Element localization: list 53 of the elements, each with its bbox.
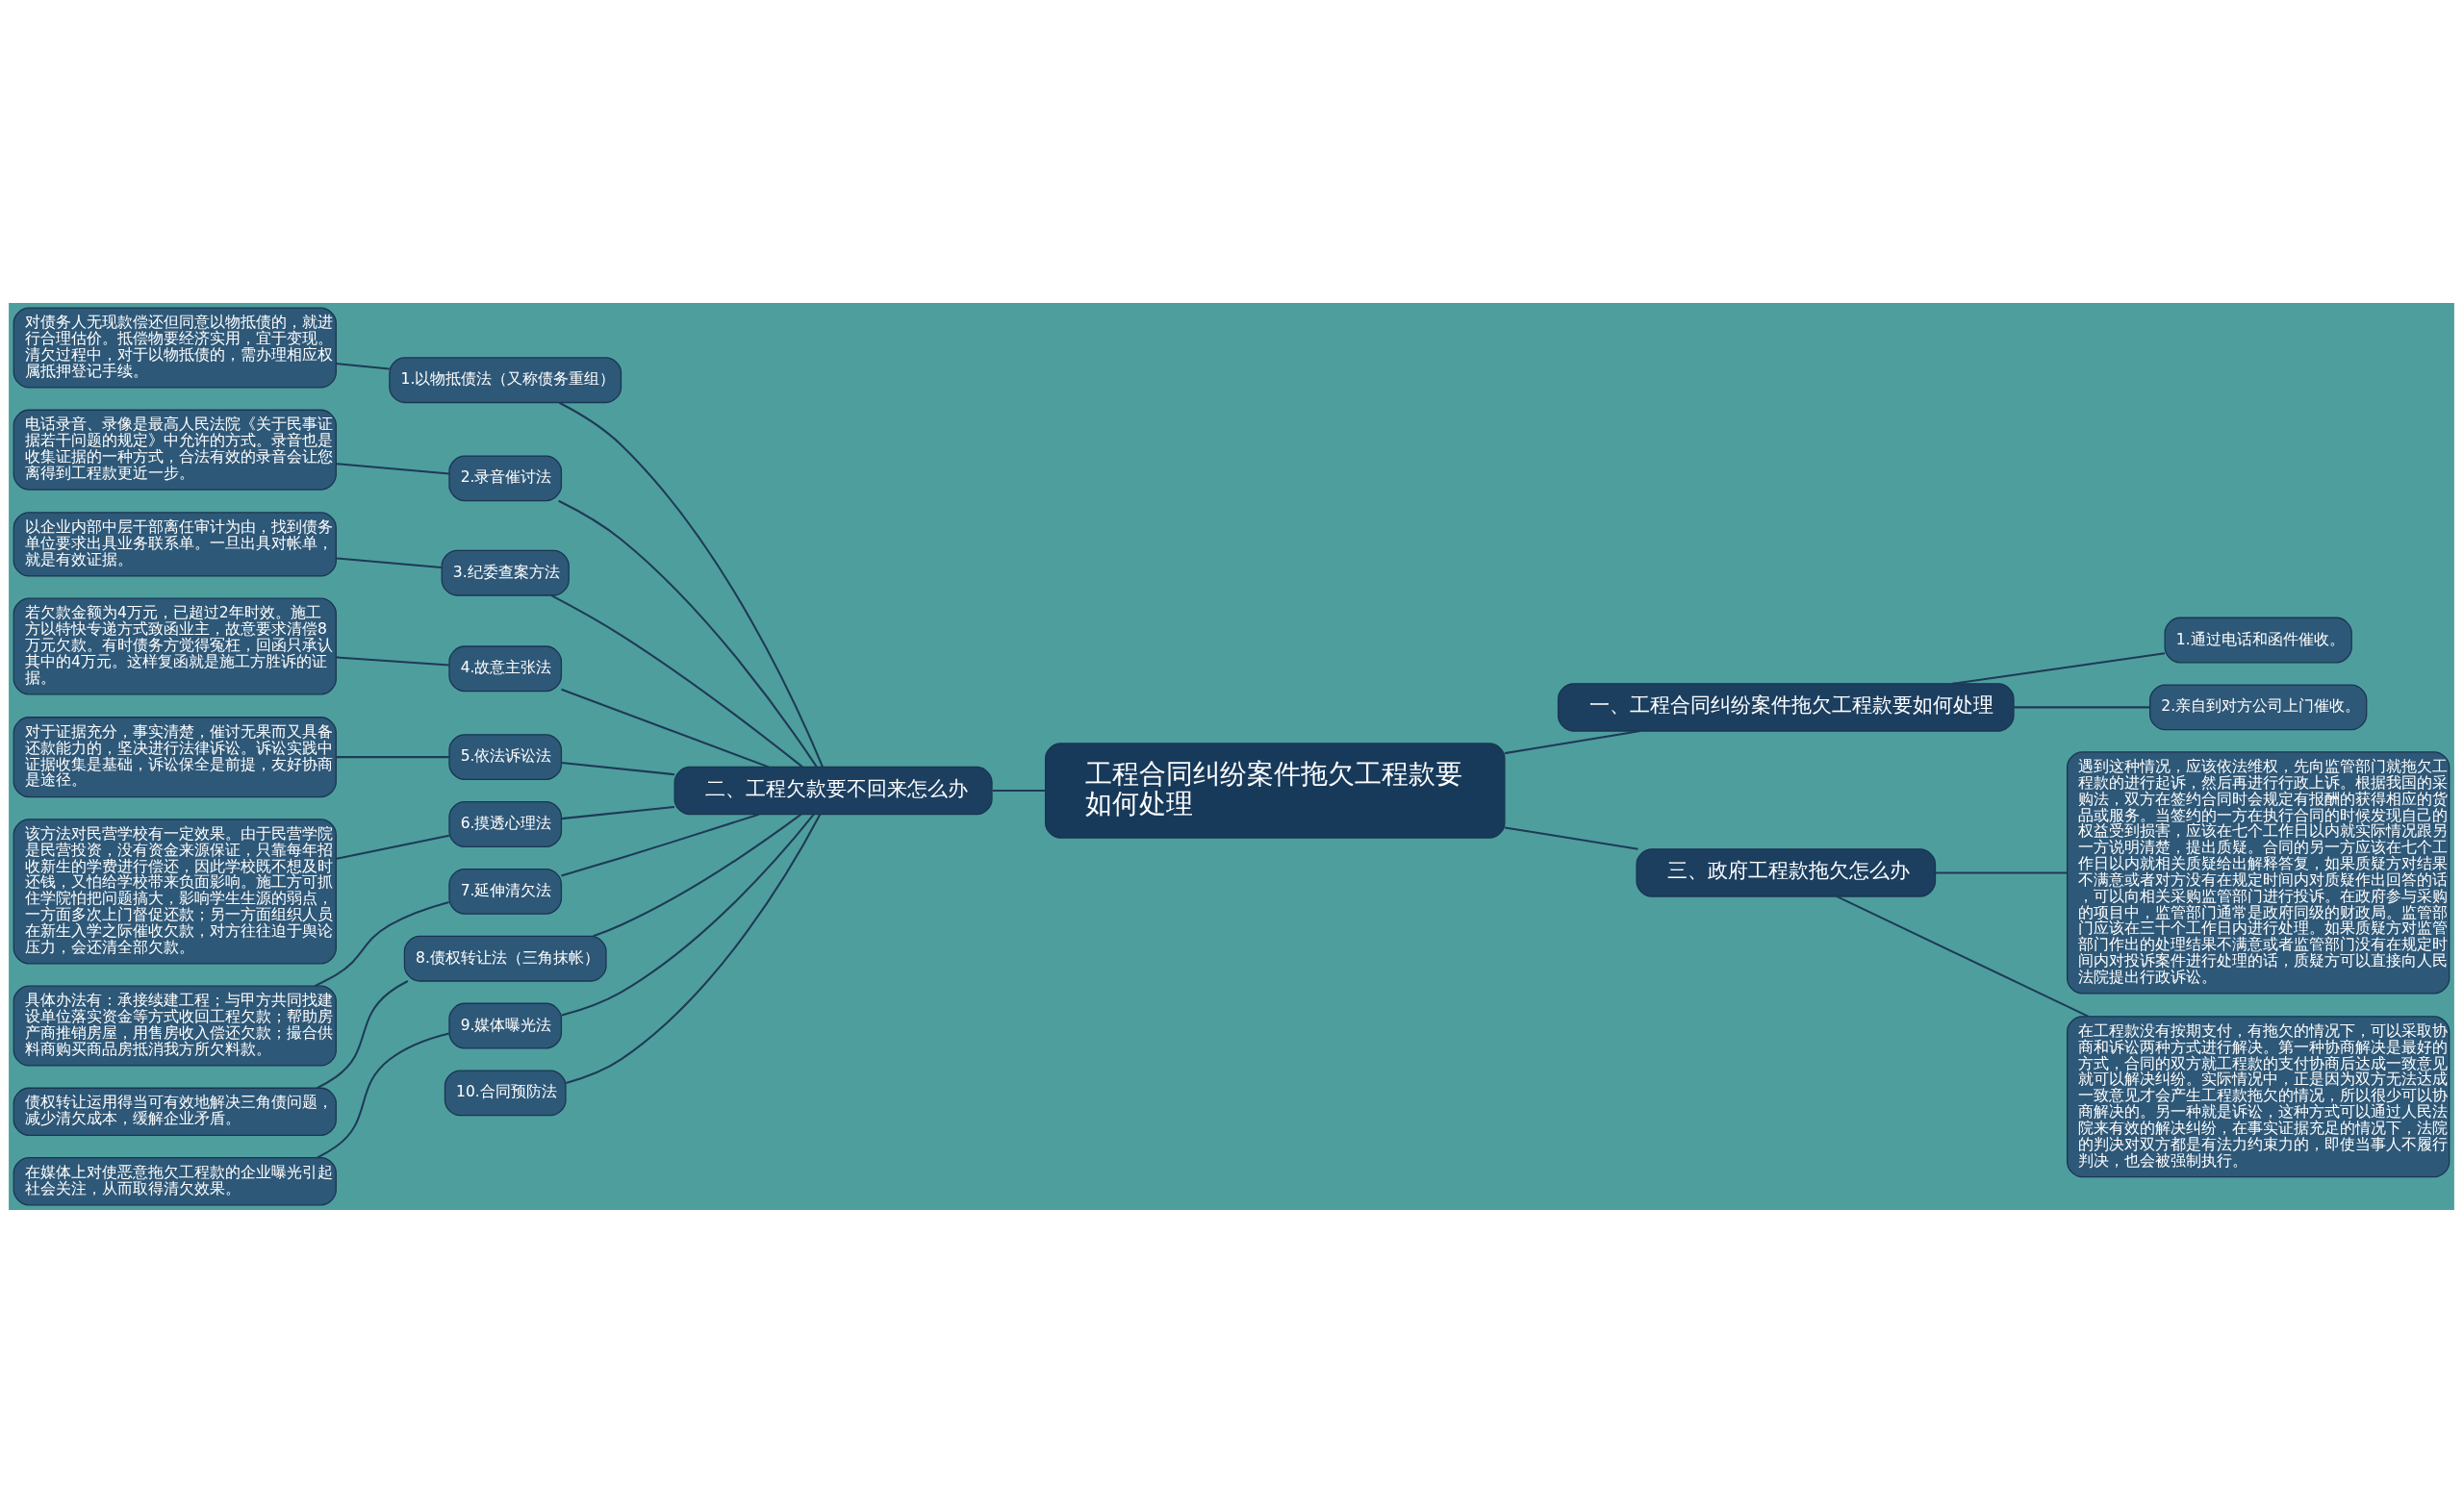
node-box: 9.媒体曝光法 xyxy=(448,1002,563,1048)
connector xyxy=(1952,651,2166,685)
node-box: 1.通过电话和函件催收。 xyxy=(2164,617,2352,663)
node-box: 一、工程合同纠纷案件拖欠工程款要如何处理 xyxy=(1557,682,2015,732)
connector xyxy=(314,900,449,987)
node-box: 2.亲自到对方公司上门催收。 xyxy=(2149,683,2368,730)
node-box: 2.录音催讨法 xyxy=(448,454,563,501)
connector xyxy=(336,556,442,568)
node-box: 电话录音、录像是最高人民法院《关于民事证据若干问题的规定》中允许的方式。录音也是收集证据的一种方式，合法有效的录音会让您离得到工程款更近一步。 xyxy=(13,409,337,491)
node-box: 7.延伸清欠法 xyxy=(448,868,563,915)
node-box: 遇到这种情况，应该依法维权，先向监管部门就拖欠工程款的进行起诉，然后再进行行政上诉。根据我国的采购法，双方在签约合同时会规定有报酬的获得相应的货品或服务。当签约的一方在执行合同的时候发现自己的权益受到损害，应该在七个工作日以内就实际情况跟另一方说明清楚，提出质疑。合同的另一方应该在七个工作日以内就相关质疑给出解释答复，如果质疑方对结果不满意或者对方没有在规定时间内对质疑作出回答的话，可以向相关采购监管部门进行投诉。在政府参与采购的项目中，监管部门通常是政府同级的财政局。监管部门应该在三十个工作日内进行处理。如果质疑方对监管部门作出的处理结果不满意或者监管部门没有在规定时间内对投诉案件进行处理的话，质疑方可以直接向人民法院提出行政诉讼。 xyxy=(2066,750,2450,995)
connector xyxy=(593,813,802,937)
node-box: 二、工程欠款要不回来怎么办 xyxy=(673,766,993,815)
connector xyxy=(1836,895,2089,1018)
connector xyxy=(2014,705,2150,708)
node-box: 对债务人无现款偿还但同意以物抵债的，就进行合理估价。抵偿物要经济实用，宜于变现。清欠过程中，对于以物抵债的，需办理相应权属抵押登记手续。 xyxy=(13,307,337,389)
node-box: 在工程款没有按期支付，有拖欠的情况下，可以采取协商和诉讼两种方式进行解决。第一种协商解决是最好的方式，合同的双方就工程款的支付协商后达成一致意见就可以解决纠纷。实际情况中，正是因为双方无法达成一致意见才会产生工程款拖欠的情况，所以很少可以协商解决的。另一种就是诉讼，这种方式可以通过人民法院来有效的解决纠纷，在事实证据充足的情况下，法院的判决对双方都是有法力约束力的，即使当事人不履行判决，也会被强制执行。 xyxy=(2066,1015,2450,1177)
connector xyxy=(1504,729,1640,754)
node-box: 三、政府工程款拖欠怎么办 xyxy=(1636,847,1937,897)
node-box: 4.故意主张法 xyxy=(448,644,563,692)
connector xyxy=(1504,825,1638,850)
connector xyxy=(561,805,675,819)
connector xyxy=(566,813,822,1084)
node-box: 5.依法诉讼法 xyxy=(448,733,563,780)
connector xyxy=(336,362,390,369)
node-box: 3.纪委查案方法 xyxy=(441,549,570,596)
connector xyxy=(550,593,803,768)
connector xyxy=(561,761,675,775)
node-box: 10.合同预防法 xyxy=(444,1069,567,1116)
node-box: 在媒体上对使恶意拖欠工程款的企业曝光引起社会关注，从而取得清欠效果。 xyxy=(13,1156,337,1205)
connector xyxy=(317,1031,449,1159)
connector xyxy=(336,755,449,758)
node-box: 具体办法有：承接续建工程；与甲方共同找建设单位落实资金等方式收回工程欠款；帮助房产商推销房屋，用售房收入偿还欠款；撮合供料商购买商品房抵消我方所欠料款。 xyxy=(13,985,337,1067)
connector xyxy=(561,813,815,1017)
connector xyxy=(558,401,824,768)
connector xyxy=(317,979,409,1089)
node-box: 该方法对民营学校有一定效果。由于民营学院是民营投资，没有资金来源保证，只靠每年招收新生的学费进行偿还，因此学校既不想及时还钱，又怕给学校带来负面影响。施工方可抓住学院怕把问题搞大，影响学生生源的弱点，一方面多次上门督促还款；另一方面组织人员在新生入学之际催收欠款，对方往往迫于舆论压力，会还清全部欠款。 xyxy=(13,818,337,965)
connector xyxy=(336,834,450,860)
connector xyxy=(561,813,760,876)
node-box: 债权转让运用得当可有效地解决三角债问题，减少清欠成本，缓解企业矛盾。 xyxy=(13,1087,337,1136)
node-box: 工程合同纠纷案件拖欠工程款要如何处理 xyxy=(1044,742,1506,839)
node-box: 8.债权转让法（三角抹帐） xyxy=(403,935,607,982)
connector xyxy=(558,499,818,768)
node-box: 1.以物抵债法（又称债务重组） xyxy=(389,356,622,403)
node-box: 6.摸透心理法 xyxy=(448,800,563,847)
node-box: 对于证据充分，事实清楚，催讨无果而又具备还款能力的，坚决进行法律诉讼。诉讼实践中证据收集是基础，诉讼保全是前提，友好协商是途径。 xyxy=(13,716,337,797)
connector xyxy=(561,688,770,768)
node-box: 若欠款金额为4万元，已超过2年时效。施工方以特快专递方式致函业主，故意要求清偿8万元欠款。有时债务方觉得冤枉，回函只承认其中的4万元。这样复函就是施工方胜诉的证据。 xyxy=(13,597,337,694)
connector xyxy=(336,462,449,474)
connector xyxy=(336,655,449,666)
connector xyxy=(992,789,1046,792)
node-box: 以企业内部中层干部离任审计为由，找到债务单位要求出具业务联系单。一旦出具对帐单，就是有效证据。 xyxy=(13,511,337,577)
connector xyxy=(1935,870,2068,873)
